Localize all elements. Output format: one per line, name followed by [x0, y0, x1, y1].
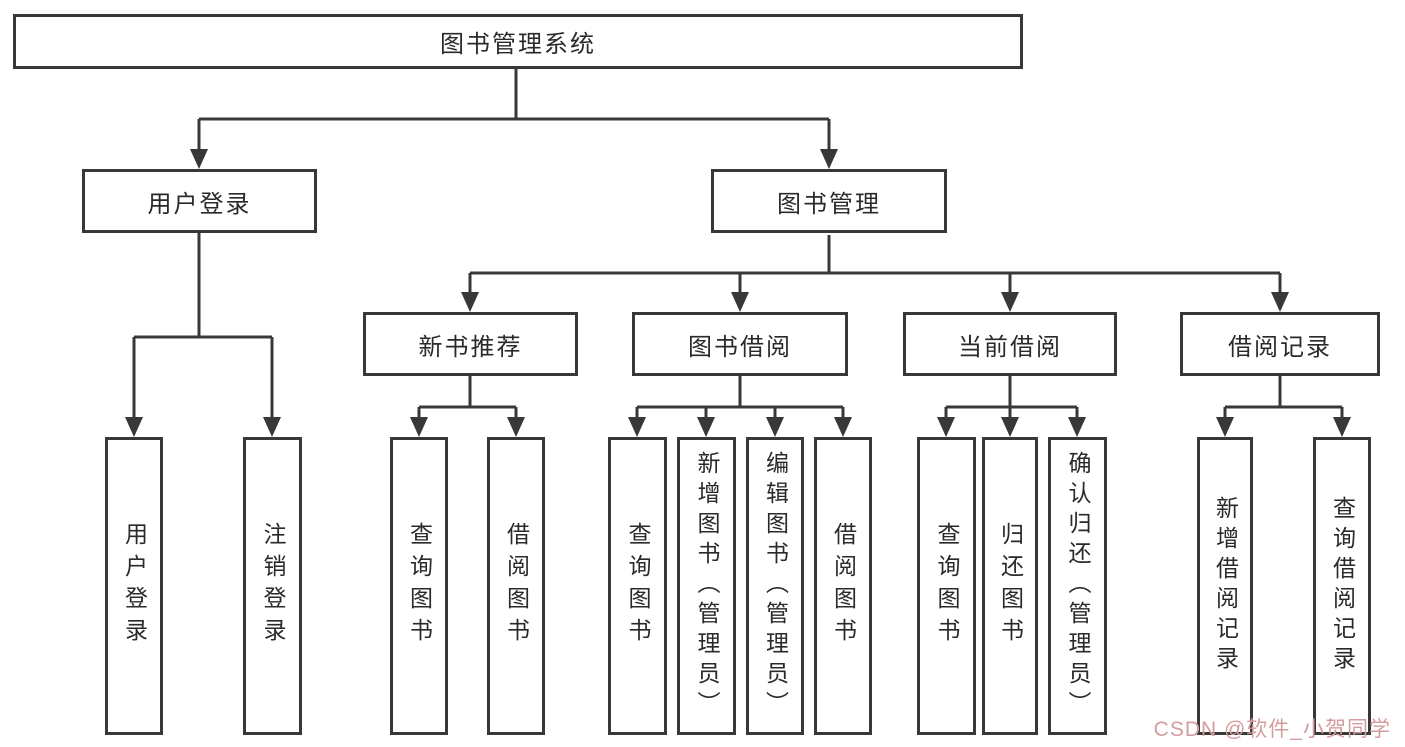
leaf-label: 借阅图书 — [503, 522, 530, 650]
node-user-login: 用户登录 — [82, 169, 317, 233]
leaf-borrow-books-recommend: 借阅图书 — [487, 437, 545, 735]
node-label: 新书推荐 — [418, 333, 523, 361]
node-current-borrow: 当前借阅 — [903, 312, 1117, 376]
leaf-label: 确认归还（管理员） — [1065, 451, 1091, 721]
csdn-watermark: CSDN @软件_小贺同学 — [1153, 718, 1391, 741]
node-book-management: 图书管理 — [711, 169, 947, 233]
leaf-query-books-recommend: 查询图书 — [390, 437, 448, 735]
leaf-edit-book-admin: 编辑图书（管理员） — [746, 437, 804, 735]
leaf-label: 借阅图书 — [830, 522, 857, 650]
node-label: 图书借阅 — [688, 333, 792, 361]
leaf-borrow-books: 借阅图书 — [814, 437, 872, 735]
leaf-label: 查询图书 — [406, 522, 433, 650]
leaf-label: 注销登录 — [260, 522, 286, 650]
leaf-label: 查询图书 — [934, 522, 960, 650]
node-book-borrow: 图书借阅 — [632, 312, 848, 376]
leaf-label: 新增借阅记录 — [1212, 496, 1239, 676]
node-label: 图书管理 — [777, 190, 881, 218]
node-label: 图书管理系统 — [440, 31, 596, 58]
leaf-query-books-current: 查询图书 — [917, 437, 976, 735]
leaf-return-book: 归还图书 — [982, 437, 1038, 735]
leaf-add-borrow-record: 新增借阅记录 — [1197, 437, 1253, 735]
node-label: 当前借阅 — [958, 333, 1062, 361]
leaf-add-book-admin: 新增图书（管理员） — [677, 437, 736, 735]
node-label: 用户登录 — [147, 190, 252, 218]
leaf-label: 归还图书 — [997, 522, 1024, 650]
leaf-label: 用户登录 — [121, 522, 148, 650]
node-borrow-record: 借阅记录 — [1180, 312, 1380, 376]
leaf-logout: 注销登录 — [243, 437, 302, 735]
leaf-user-login: 用户登录 — [105, 437, 163, 735]
leaf-confirm-return-admin: 确认归还（管理员） — [1048, 437, 1107, 735]
node-system-root: 图书管理系统 — [13, 14, 1023, 69]
node-new-book-recommend: 新书推荐 — [363, 312, 578, 376]
leaf-label: 编辑图书（管理员） — [762, 451, 789, 721]
leaf-label: 新增图书（管理员） — [694, 451, 720, 721]
node-label: 借阅记录 — [1228, 333, 1332, 361]
leaf-query-borrow-record: 查询借阅记录 — [1313, 437, 1371, 735]
leaf-query-books-borrow: 查询图书 — [608, 437, 667, 735]
leaf-label: 查询图书 — [625, 522, 651, 650]
leaf-label: 查询借阅记录 — [1329, 496, 1356, 676]
